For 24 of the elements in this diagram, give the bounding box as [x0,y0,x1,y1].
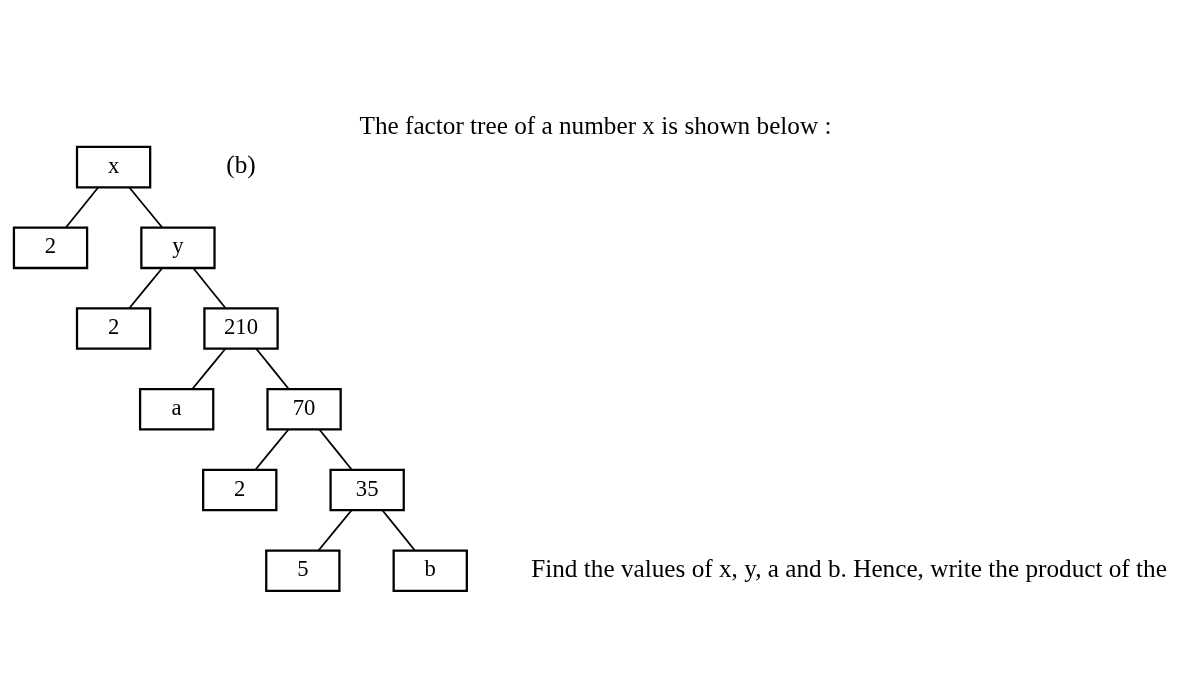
connector [381,508,416,551]
node-box: 210 [203,306,279,350]
node-box: 5 [265,548,341,592]
connector [192,266,227,309]
connector [128,185,163,228]
connector [254,428,290,470]
connector [65,185,100,228]
node-box: 70 [266,387,342,431]
node-box: b [392,548,468,592]
node-box: 2 [75,306,152,350]
node-box: y [140,226,216,269]
connector [318,428,353,470]
node-box: 35 [329,468,405,511]
connector [255,347,290,390]
node-box: 2 [12,226,89,269]
diagram-title: The factor tree of a number x is shown below : [359,111,832,139]
connector [191,347,227,390]
node-box: a [138,387,215,431]
connector [128,266,164,309]
label: (b) [226,150,256,178]
label: Find the values of x, y, a and b. Hence, write the product of the [531,554,1167,582]
node-box: 2 [202,468,278,511]
node-box: x [75,145,152,188]
connector [317,508,353,551]
